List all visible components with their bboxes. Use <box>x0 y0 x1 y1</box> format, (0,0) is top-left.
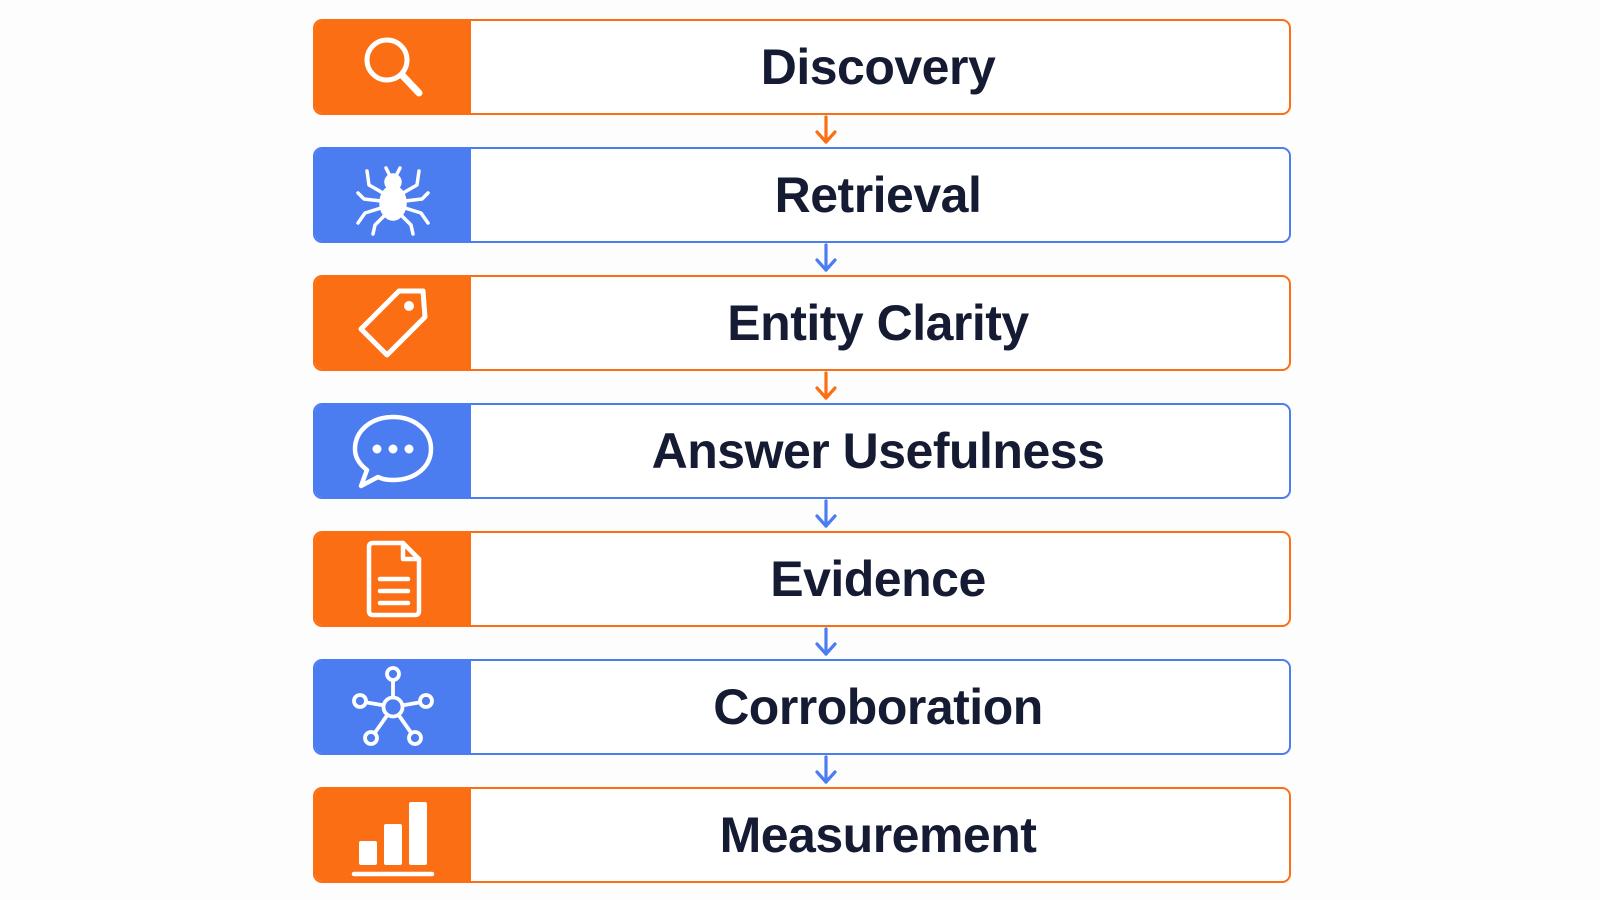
step-icon-box <box>315 661 471 753</box>
step-label: Entity Clarity <box>727 295 1029 351</box>
step-label: Measurement <box>719 807 1037 863</box>
document-icon <box>366 540 422 618</box>
flow-arrow <box>313 243 1291 275</box>
network-icon <box>352 666 434 746</box>
step-icon-box <box>315 149 471 241</box>
step-measurement: Measurement <box>313 787 1291 883</box>
step-icon-box <box>315 21 471 113</box>
step-evidence: Evidence <box>313 531 1291 627</box>
step-label: Corroboration <box>713 679 1043 735</box>
step-entity-clarity: Entity Clarity <box>313 275 1291 371</box>
flow-arrow <box>313 755 1291 787</box>
step-label: Retrieval <box>774 167 982 223</box>
bar-chart-icon <box>351 802 435 877</box>
step-icon-box <box>315 405 471 497</box>
step-label: Discovery <box>760 39 996 95</box>
tag-icon <box>358 288 428 358</box>
spider-icon <box>356 166 430 236</box>
flow-arrow <box>313 371 1291 403</box>
flow-arrow <box>313 499 1291 531</box>
flow-arrow <box>313 627 1291 659</box>
step-answer-usefulness: Answer Usefulness <box>313 403 1291 499</box>
step-label: Evidence <box>770 551 986 607</box>
step-discovery: Discovery <box>313 19 1291 115</box>
step-retrieval: Retrieval <box>313 147 1291 243</box>
flow-arrow <box>313 115 1291 147</box>
step-label: Answer Usefulness <box>651 423 1105 479</box>
magnifying-glass-icon <box>364 37 423 97</box>
step-icon-box <box>315 789 471 881</box>
step-icon-box <box>315 533 471 625</box>
step-icon-box <box>315 277 471 369</box>
process-flow: Discovery Retrieval <box>313 19 1291 883</box>
chat-bubble-icon <box>352 414 434 489</box>
step-corroboration: Corroboration <box>313 659 1291 755</box>
